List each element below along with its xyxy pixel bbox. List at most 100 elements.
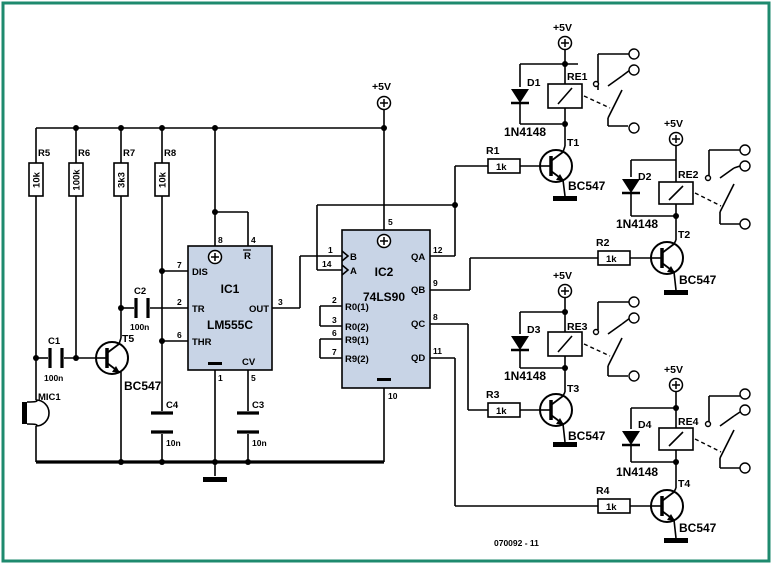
ic2-num-10: 10 bbox=[388, 391, 398, 401]
r8-ref: R8 bbox=[164, 148, 176, 159]
capacitor-c2: C2 100n bbox=[130, 286, 150, 332]
ic1-num-4: 4 bbox=[251, 235, 256, 245]
c1-ref: C1 bbox=[48, 336, 61, 347]
t1-type: BC547 bbox=[568, 179, 606, 193]
r6-ref: R6 bbox=[78, 148, 90, 159]
ic2-pin-a: A bbox=[350, 266, 357, 277]
t5-type: BC547 bbox=[124, 379, 162, 393]
r7-ref: R7 bbox=[123, 148, 135, 159]
d3-ref: D3 bbox=[527, 324, 541, 336]
ic1-num-1: 1 bbox=[218, 373, 223, 383]
ic1-num-5: 5 bbox=[251, 373, 256, 383]
d1-ref: D1 bbox=[527, 77, 541, 89]
ic2-74ls90: IC2 74LS90 B A R0(1) R0(2) R9(1) R9(2) Q… bbox=[322, 217, 443, 401]
r2-ref: R2 bbox=[596, 237, 610, 249]
stage4-supply: +5V bbox=[664, 364, 683, 376]
supply-center-label: +5V bbox=[372, 81, 391, 93]
ic2-num-12: 12 bbox=[433, 245, 443, 255]
ic1-pin-out: OUT bbox=[249, 304, 269, 315]
ic1-pin-dis: DIS bbox=[192, 267, 208, 278]
d2-type: 1N4148 bbox=[616, 217, 658, 231]
output-stage-3: +5V D3 1N4148 RE3 1k R3 T3 bbox=[486, 270, 640, 447]
c3-value: 10n bbox=[252, 438, 267, 448]
ic2-pin-qc: QC bbox=[411, 319, 425, 330]
resistor-r6: R6 100k bbox=[68, 148, 90, 197]
ic2-pin-qd: QD bbox=[411, 353, 425, 364]
resistor-r7: R7 3k3 bbox=[113, 148, 135, 197]
c4-value: 10n bbox=[166, 438, 181, 448]
r3-ref: R3 bbox=[486, 389, 500, 401]
ic2-pin-r01: R0(1) bbox=[345, 302, 369, 313]
ic1-pin-cv: CV bbox=[242, 357, 256, 368]
d2-ref: D2 bbox=[638, 171, 652, 183]
ic2-num-8: 8 bbox=[433, 312, 438, 322]
d4-ref: D4 bbox=[638, 419, 652, 431]
ic1-pin-thr: THR bbox=[192, 337, 212, 348]
r6-value: 100k bbox=[72, 169, 83, 191]
ic2-num-3: 3 bbox=[332, 315, 337, 325]
r2-value: 1k bbox=[606, 254, 617, 265]
ic1-num-8: 8 bbox=[218, 235, 223, 245]
ic2-num-9: 9 bbox=[433, 278, 438, 288]
t4-ref: T4 bbox=[678, 478, 690, 490]
output-stage-2: +5V D2 1N4148 RE2 1k R2 T2 bbox=[596, 118, 751, 295]
r1-value: 1k bbox=[496, 162, 507, 173]
output-stage-4: +5V D4 1N4148 RE4 1k R4 T4 bbox=[596, 364, 751, 543]
output-stage-1: +5V D1 1N4148 RE1 1k R1 bbox=[486, 22, 640, 201]
stage3-supply: +5V bbox=[553, 270, 572, 282]
capacitor-c4: C4 10n bbox=[151, 400, 181, 448]
left-wiring bbox=[35, 110, 456, 476]
c2-ref: C2 bbox=[134, 286, 146, 297]
ic2-type: 74LS90 bbox=[363, 290, 405, 304]
r8-value: 10k bbox=[158, 171, 169, 188]
ic1-lm555c: IC1 LM555C DIS TR THR OUT R CV 7 2 6 3 8… bbox=[177, 235, 283, 383]
ic1-num-6: 6 bbox=[177, 330, 182, 340]
mic1-ref: MIC1 bbox=[38, 392, 61, 403]
ic1-num-3: 3 bbox=[278, 297, 283, 307]
t3-type: BC547 bbox=[568, 429, 606, 443]
ic1-num-2: 2 bbox=[177, 297, 182, 307]
ic1-ref: IC1 bbox=[221, 282, 240, 296]
ic2-num-14: 14 bbox=[322, 259, 332, 269]
re4-ref: RE4 bbox=[678, 416, 699, 428]
r5-ref: R5 bbox=[38, 148, 51, 159]
r4-value: 1k bbox=[606, 502, 617, 513]
resistor-r5: R5 10k bbox=[28, 148, 51, 197]
figure-code: 070092 - 11 bbox=[494, 538, 539, 548]
ic1-num-7: 7 bbox=[177, 260, 182, 270]
ic2-pin-r91: R9(1) bbox=[345, 335, 369, 346]
ic2-num-7: 7 bbox=[332, 347, 337, 357]
ic2-num-1: 1 bbox=[328, 245, 333, 255]
stage1-supply: +5V bbox=[553, 22, 572, 34]
t2-type: BC547 bbox=[679, 273, 717, 287]
junction-dots bbox=[33, 125, 458, 465]
d4-type: 1N4148 bbox=[616, 465, 658, 479]
r1-ref: R1 bbox=[486, 145, 500, 157]
ic1-pin-r: R bbox=[244, 251, 251, 262]
d1-type: 1N4148 bbox=[504, 125, 546, 139]
re1-ref: RE1 bbox=[567, 71, 588, 83]
c2-value: 100n bbox=[130, 322, 149, 332]
r5-value: 10k bbox=[32, 171, 43, 188]
ground-ic1 bbox=[203, 477, 227, 482]
r4-ref: R4 bbox=[596, 485, 610, 497]
c1-value: 100n bbox=[44, 373, 63, 383]
ic2-pin-qa: QA bbox=[411, 252, 425, 263]
ic2-pin-r02: R0(2) bbox=[345, 322, 369, 333]
c3-ref: C3 bbox=[252, 400, 264, 411]
d3-type: 1N4148 bbox=[504, 369, 546, 383]
t1-ref: T1 bbox=[567, 137, 579, 149]
ic2-num-6: 6 bbox=[332, 328, 337, 338]
r7-value: 3k3 bbox=[117, 172, 128, 188]
t5-ref: T5 bbox=[122, 333, 134, 345]
t2-ref: T2 bbox=[678, 229, 690, 241]
t3-ref: T3 bbox=[567, 383, 579, 395]
ic2-num-5: 5 bbox=[388, 217, 393, 227]
output-wiring bbox=[430, 165, 598, 507]
r3-value: 1k bbox=[496, 406, 507, 417]
t4-type: BC547 bbox=[679, 521, 717, 535]
capacitor-c3: C3 10n bbox=[237, 400, 267, 448]
ic2-ref: IC2 bbox=[375, 265, 394, 279]
transistor-t5: T5 BC547 bbox=[94, 333, 162, 393]
resistor-r8: R8 10k bbox=[154, 148, 176, 197]
